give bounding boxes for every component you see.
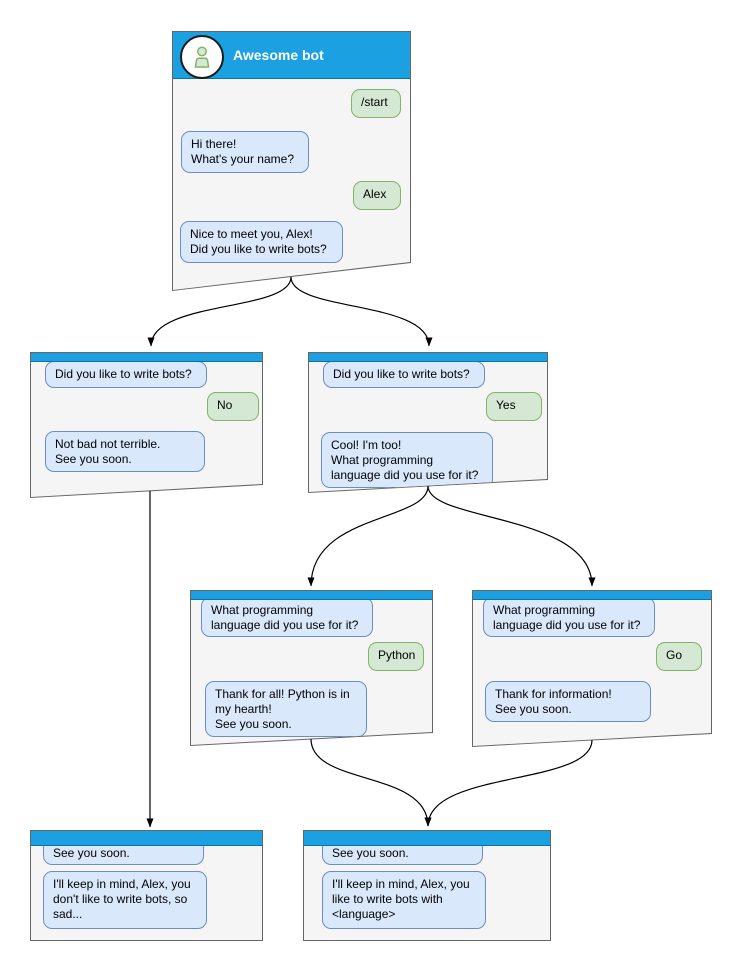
- bot-message-bubble: Cool! I'm too! What programming language…: [321, 432, 493, 488]
- chat-window-branch-python: What programming language did you use fo…: [190, 590, 433, 746]
- user-message-bubble: No: [207, 392, 259, 421]
- user-message-bubble: /start: [351, 89, 401, 118]
- window-body: /start Hi there! What's your name? Alex …: [173, 32, 410, 290]
- connector-go-to-end: [424, 739, 593, 827]
- user-message-bubble: Yes: [486, 392, 542, 421]
- bot-message-bubble: Nice to meet you, Alex! Did you like to …: [180, 221, 343, 263]
- window-titlebar: [31, 831, 262, 846]
- window-body: Did you like to write bots? No Not bad n…: [31, 353, 262, 497]
- user-message-bubble: Python: [368, 642, 424, 671]
- window-body: See you soon. I'll keep in mind, Alex, y…: [304, 831, 550, 940]
- window-body: Did you like to write bots? Yes Cool! I'…: [309, 353, 547, 492]
- bot-message-bubble: What programming language did you use fo…: [201, 597, 373, 637]
- chat-window-end-yes: See you soon. I'll keep in mind, Alex, y…: [303, 830, 551, 941]
- user-message-bubble: Go: [656, 642, 702, 671]
- chat-window-branch-no: Did you like to write bots? No Not bad n…: [30, 352, 263, 498]
- bot-message-bubble: Thank for information! See you soon.: [485, 681, 651, 722]
- bot-message-bubble: Hi there! What's your name?: [181, 131, 309, 173]
- window-titlebar: Awesome bot: [173, 32, 410, 79]
- bot-message-bubble: Did you like to write bots?: [45, 361, 207, 388]
- window-titlebar: [473, 591, 711, 600]
- connector-yes-to-go: [427, 485, 596, 587]
- window-titlebar: [191, 591, 432, 600]
- bot-message-bubble: I'll keep in mind, Alex, you like to wri…: [322, 871, 486, 929]
- chat-window-branch-yes: Did you like to write bots? Yes Cool! I'…: [308, 352, 548, 493]
- bot-message-bubble: Did you like to write bots?: [323, 361, 485, 388]
- connector-yes-to-python: [307, 485, 429, 587]
- window-body: What programming language did you use fo…: [473, 591, 711, 746]
- bot-avatar-icon: [180, 35, 224, 79]
- bot-message-bubble: Not bad not terrible. See you soon.: [45, 431, 205, 472]
- bot-message-bubble: I'll keep in mind, Alex, you don't like …: [43, 871, 207, 929]
- window-titlebar: [31, 353, 262, 362]
- user-message-bubble: Alex: [353, 181, 401, 210]
- chat-window-end-no: See you soon. I'll keep in mind, Alex, y…: [30, 830, 263, 941]
- window-body: See you soon. I'll keep in mind, Alex, y…: [31, 831, 262, 940]
- connector-python-to-end: [310, 738, 432, 827]
- window-body: What programming language did you use fo…: [191, 591, 432, 745]
- bot-message-bubble: Thank for all! Python is in my hearth! S…: [205, 681, 367, 737]
- chat-window-awesome-bot: /start Hi there! What's your name? Alex …: [172, 31, 411, 291]
- chat-window-branch-go: What programming language did you use fo…: [472, 590, 712, 747]
- window-titlebar: [304, 831, 550, 846]
- bot-message-bubble: What programming language did you use fo…: [483, 597, 655, 637]
- window-titlebar: [309, 353, 547, 362]
- window-title: Awesome bot: [233, 47, 324, 63]
